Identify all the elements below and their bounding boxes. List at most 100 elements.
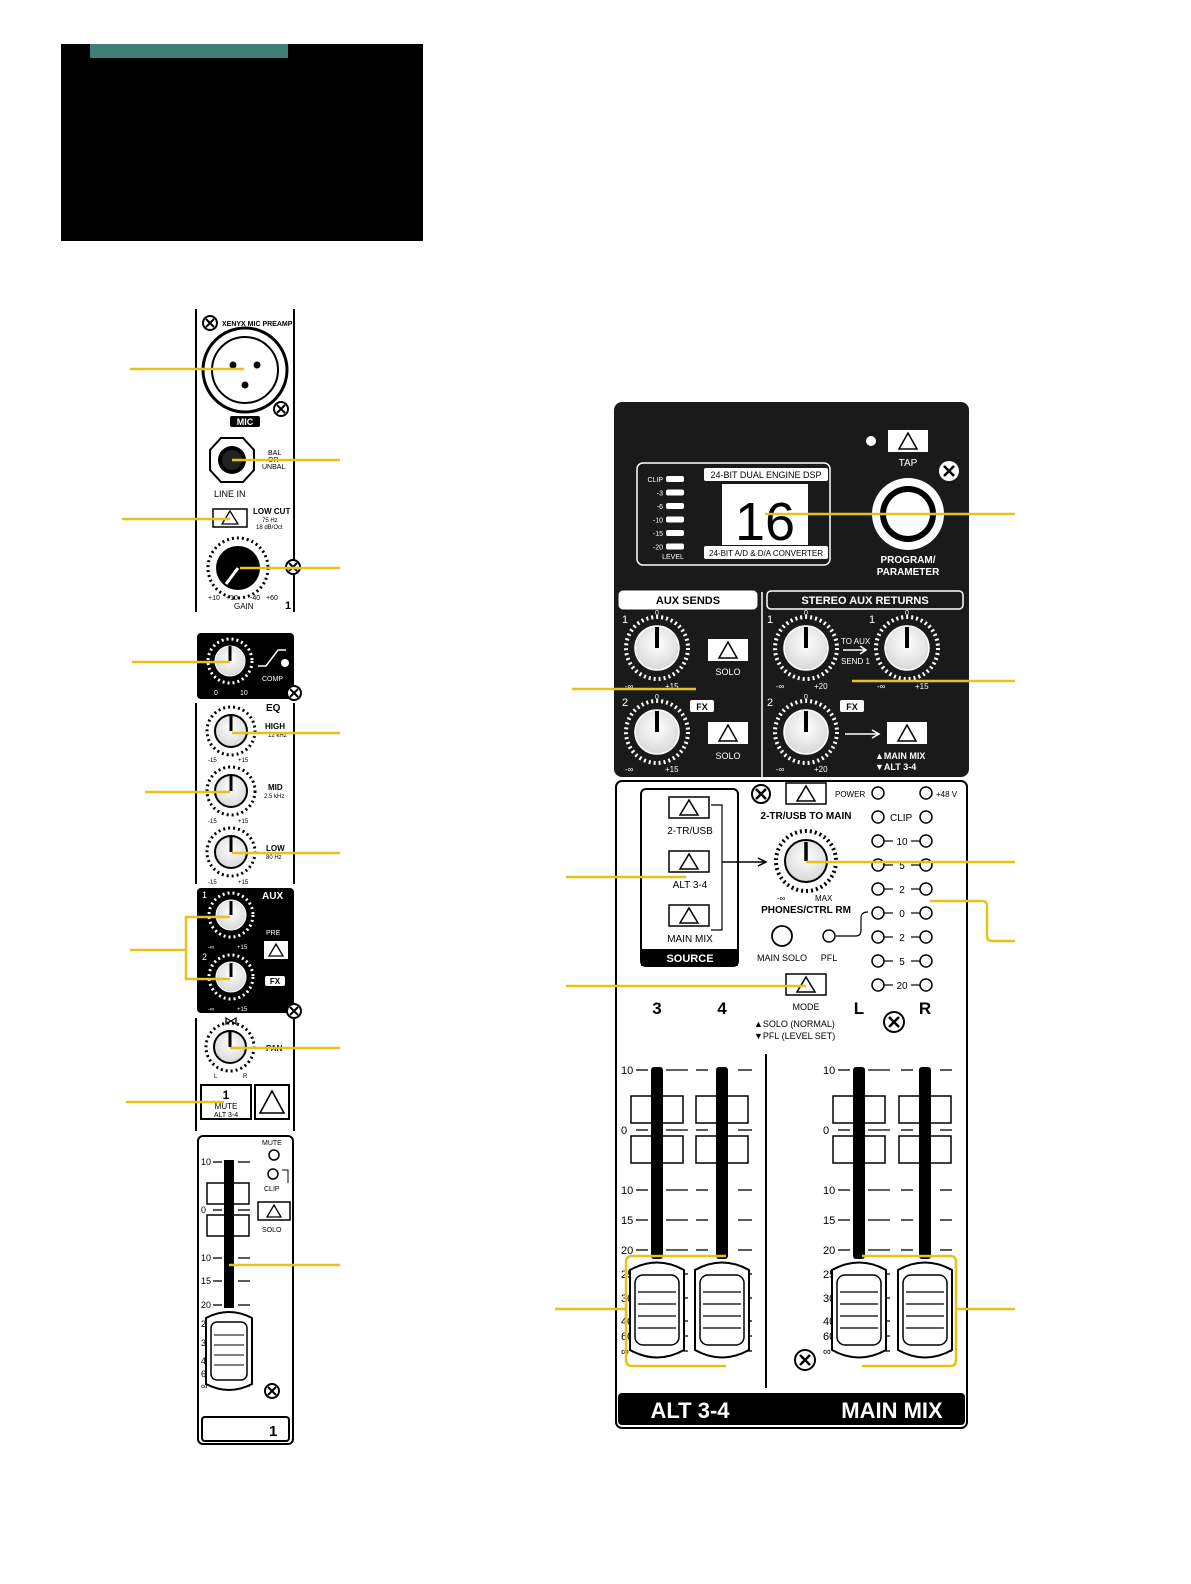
eq-high-knob[interactable] [205,705,257,757]
2tr-to-main-button[interactable] [785,782,827,805]
knob-center-label: 0 [804,694,808,701]
bal-label: BAL [268,450,281,457]
aux-send-1-knob[interactable] [624,615,690,681]
aux2-number: 2 [202,952,207,962]
aux1-number: 1 [202,890,207,900]
send2-range-max: +15 [665,765,679,774]
meter-scale-label: 2 [899,933,905,944]
power-led [871,786,885,800]
eq-mid-freq: 2.5 kHz [264,794,284,800]
tap-button[interactable] [888,430,928,452]
send1-solo-button[interactable] [708,639,748,661]
low-cut-freq: 75 Hz [262,518,278,524]
gain-knob[interactable] [206,536,270,600]
return1-number: 1 [767,614,773,626]
source-button-2[interactable] [668,850,710,873]
aux-return-1-knob[interactable] [773,615,839,681]
channel-scribble-strip [201,1416,290,1442]
aux2-knob[interactable] [207,953,255,1001]
converter-label: 24-BIT A/D & D/A CONVERTER [709,549,823,558]
return1b-number: 1 [869,614,875,626]
alt-footer-label: ALT 3-4 [650,1398,730,1423]
callout-line [130,915,230,981]
fader-clip-label: CLIP [264,1186,280,1193]
low-cut-label: LOW CUT [253,507,290,516]
eq-low-label: LOW [266,844,285,853]
aux-return-1-to-send-knob[interactable] [874,615,940,681]
meter-clip-label: CLIP [890,813,913,824]
main-fader-scale-label: 15 [621,1215,633,1227]
fader-3-cap[interactable] [629,1261,685,1359]
fader-solo-label: SOLO [262,1227,282,1234]
level-meter-label: -6 [657,504,663,511]
aux-return-2-knob[interactable] [773,699,839,765]
meter-scale-label: 10 [896,837,908,848]
pre-button[interactable] [264,941,288,959]
channel-fader-cap[interactable] [205,1311,253,1391]
meter-scale-label: 5 [899,957,905,968]
clip-led-right [919,810,933,824]
send2-fx-label: FX [696,702,708,712]
eq-block: EQ HIGH 12 kHz -15 +15 MID 2.5 kHz -15 +… [195,703,295,886]
main-fader-scale-label: 10 [621,1065,633,1077]
comp-range-max: 10 [240,690,248,697]
gain-range-mid: -40 [250,595,260,602]
aux2-range-max: +15 [237,1007,248,1013]
mute-label: MUTE [215,1102,238,1111]
aux1-knob[interactable] [207,891,255,939]
aux-sends-label: AUX SENDS [656,595,720,607]
level-meter-label: -3 [657,491,663,498]
main-mix-up-label: ▲MAIN MIX [875,751,925,761]
main-fader-scale-label: ∞ [823,1346,831,1358]
phones-label: PHONES/CTRL RM [761,905,851,916]
to-aux-label: TO AUX [841,637,871,646]
gain-range-min: +10 [208,595,220,602]
main-fader-scale-label: 0 [823,1125,829,1137]
level-meter-led [666,516,684,523]
mute-triangle-button[interactable] [254,1084,290,1120]
fader-l-cap[interactable] [831,1261,887,1359]
source-button-3[interactable] [668,904,710,927]
master-footer [618,1393,965,1425]
source-button-1[interactable] [668,796,710,819]
pfl-label: PFL [821,953,838,963]
meter-led-right [919,834,933,848]
eq-low-range-max: +15 [238,880,249,886]
comp-label: COMP [262,676,283,683]
send2-solo-button[interactable] [708,722,748,744]
eq-high-freq: 12 kHz [268,733,287,739]
solo-button[interactable] [257,1201,291,1221]
aux2-range-min: -∞ [208,1007,214,1013]
fader-scale-label: ∞ [201,1381,207,1391]
meter-led-left [871,906,885,920]
screw-icon [939,461,959,481]
clip-led-left [871,810,885,824]
main-fader-scale-label: 10 [621,1185,633,1197]
aux-send-2-knob[interactable] [624,699,690,765]
mode-button[interactable] [785,973,827,996]
level-meter-label: CLIP [647,477,663,484]
main-fader-scale-label: 15 [823,1215,835,1227]
header-accent-bar [90,44,288,58]
channel-3-label: 3 [652,999,661,1018]
header-block [61,44,423,241]
main-fader-scale-label: 0 [621,1125,627,1137]
send1-number: 1 [622,614,628,626]
comp-curve-icon [258,649,286,667]
phantom-led [919,786,933,800]
meter-led-right [919,882,933,896]
meter-scale-label: 20 [896,981,908,992]
channel-strip: XENYX MIC PREAMP MIC BAL OR UNBAL [195,309,302,1445]
fader-r-cap[interactable] [897,1261,953,1359]
main-fader-scale-label: 20 [621,1245,633,1257]
mute-channel-number: 1 [223,1088,230,1102]
power-label: POWER [835,790,865,799]
return2-range-min: -∞ [776,765,785,774]
pre-label: PRE [266,930,281,937]
callout-line [930,899,1015,943]
return1b-range-min: -∞ [877,682,886,691]
main-alt-assign-button[interactable] [887,722,927,744]
fader-4-cap[interactable] [694,1261,750,1359]
